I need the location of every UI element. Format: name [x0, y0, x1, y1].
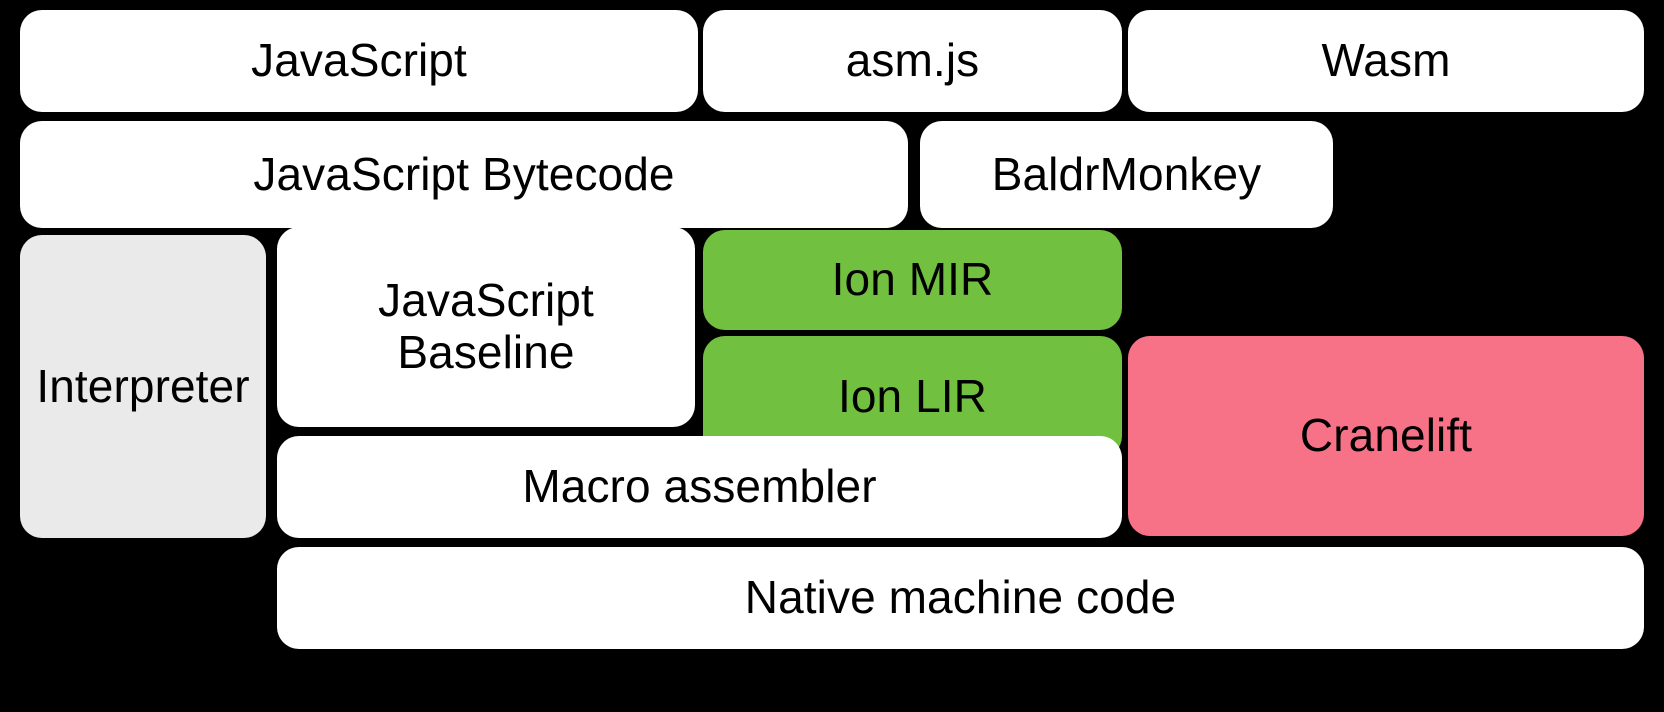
node-javascript-baseline[interactable]: JavaScript Baseline	[277, 227, 695, 427]
node-javascript-bytecode[interactable]: JavaScript Bytecode	[20, 121, 908, 228]
node-javascript[interactable]: JavaScript	[20, 10, 698, 112]
node-asm-js[interactable]: asm.js	[703, 10, 1122, 112]
node-macro-assembler[interactable]: Macro assembler	[277, 436, 1122, 538]
node-native-machine-code[interactable]: Native machine code	[277, 547, 1644, 649]
node-wasm[interactable]: Wasm	[1128, 10, 1644, 112]
node-cranelift[interactable]: Cranelift	[1128, 336, 1644, 536]
node-interpreter[interactable]: Interpreter	[20, 235, 266, 538]
node-ion-mir[interactable]: Ion MIR	[703, 230, 1122, 330]
node-baldrmonkey[interactable]: BaldrMonkey	[920, 121, 1333, 228]
